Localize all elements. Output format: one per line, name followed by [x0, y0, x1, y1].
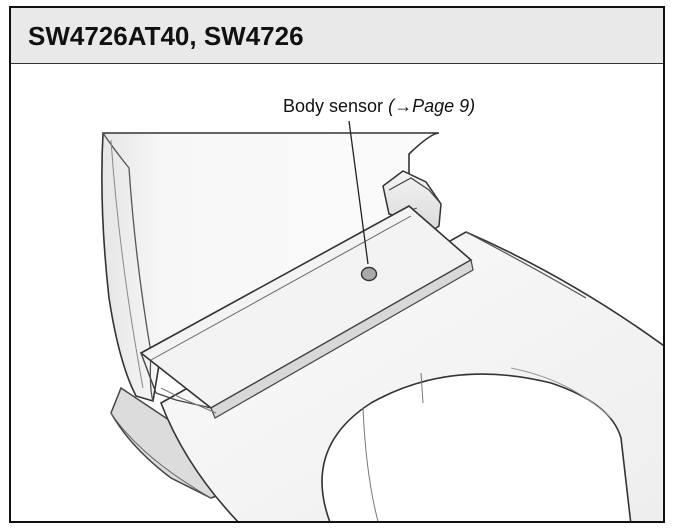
callout-label: Body sensor [283, 96, 384, 116]
manual-figure: SW4726AT40, SW4726 [9, 6, 665, 523]
toilet-seat-illustration [101, 120, 663, 521]
body-sensor-callout: Body sensor (→Page 9) [283, 96, 475, 116]
page-reference-link[interactable]: (→Page 9) [388, 96, 476, 116]
toilet-seat [160, 231, 663, 521]
model-heading: SW4726AT40, SW4726 [11, 8, 663, 64]
callout-leader-line [348, 120, 369, 265]
sensor-panel [139, 205, 474, 419]
body-sensor-icon [360, 266, 378, 282]
